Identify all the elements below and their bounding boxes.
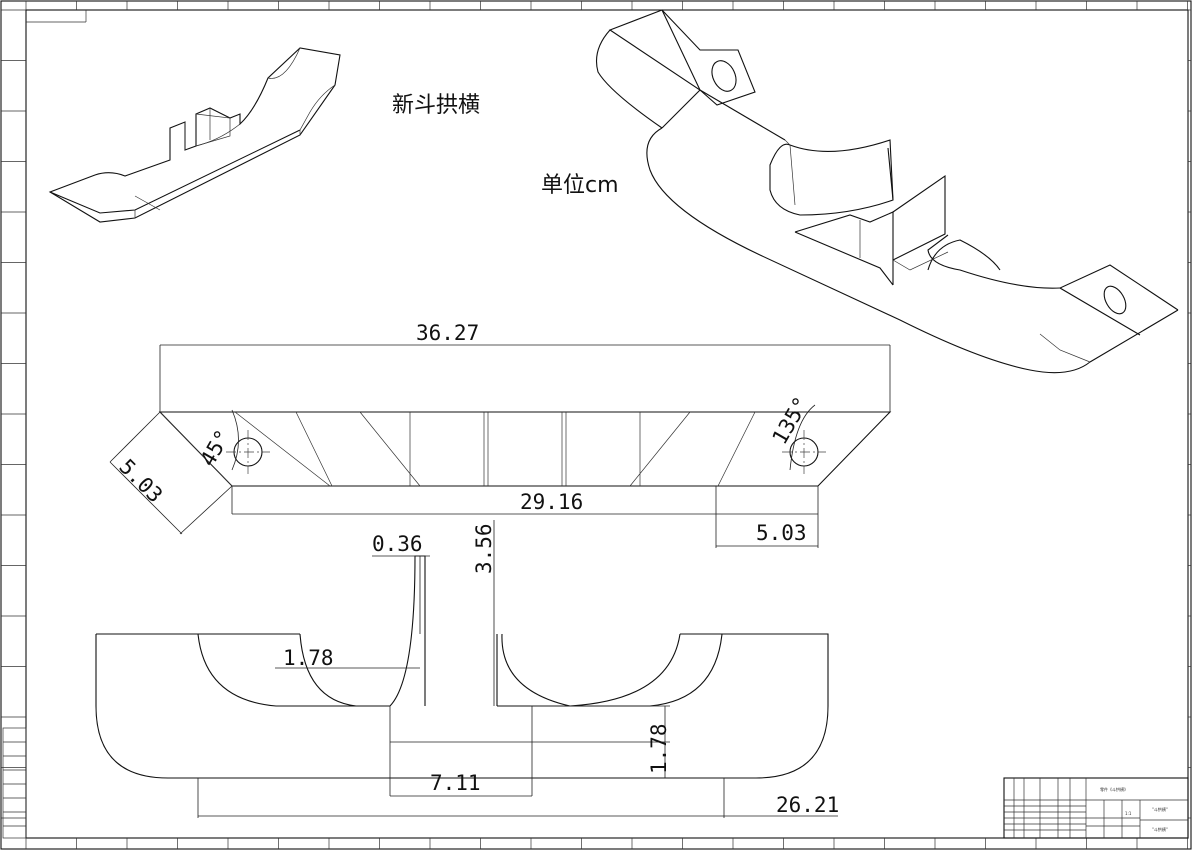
title-block-name: "斗拱横" — [1152, 806, 1168, 812]
dim-slot-width: 7.11 — [430, 771, 481, 795]
title-block-scale: 1:1 — [1125, 811, 1132, 816]
dim-bottom-width: 29.16 — [520, 490, 583, 514]
dim-left-angle: 45° — [196, 426, 236, 471]
dim-slot-depth: 3.56 — [472, 523, 496, 574]
revision-strip — [2, 727, 27, 839]
drawing-title: 新斗拱横 — [392, 93, 480, 118]
bolt-hole-bottom — [1103, 285, 1127, 315]
dim-base-width: 26.21 — [776, 793, 839, 817]
dim-left-bevel: 5.03 — [114, 455, 167, 508]
dim-slot-thickness: 0.36 — [372, 532, 423, 556]
bolt-hole-top — [711, 60, 737, 92]
top-view — [109, 344, 892, 548]
dim-curve-left: 1.78 — [283, 646, 334, 670]
front-view — [95, 520, 838, 818]
dim-right-bevel: 5.03 — [756, 521, 807, 545]
dim-overall-width: 36.27 — [416, 321, 479, 345]
title-block-code: "斗拱横" — [1152, 826, 1168, 832]
dim-curve-right: 1.78 — [647, 723, 671, 774]
iso-view-large — [595, 9, 1179, 374]
title-block: 零件《斗拱横》 "斗拱横" "斗拱横" 1:1 — [1003, 777, 1189, 839]
iso-view-small — [48, 47, 341, 223]
unit-label: 单位cm — [541, 173, 619, 198]
title-block-header: 零件《斗拱横》 — [1100, 786, 1128, 792]
dim-right-angle: 135° — [768, 393, 814, 449]
